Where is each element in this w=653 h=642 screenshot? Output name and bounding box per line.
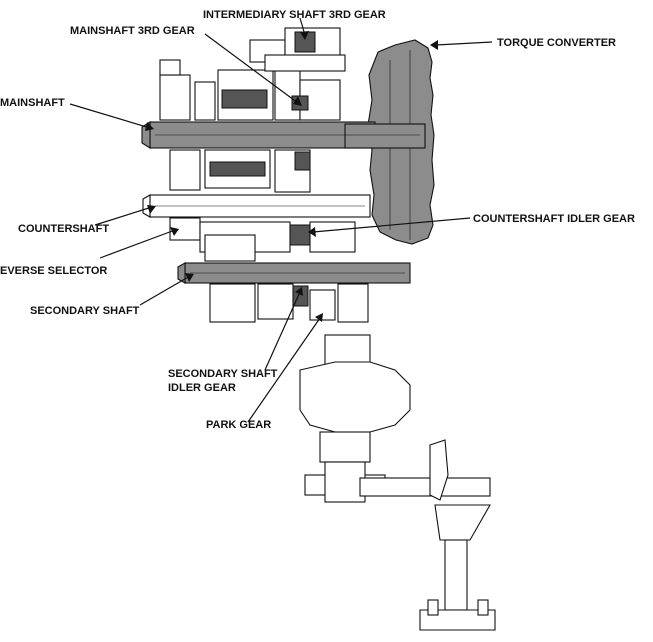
label-secondary-shaft: SECONDARY SHAFT <box>30 305 140 317</box>
intermediary-gear-assembly <box>264 27 346 72</box>
secondary-shaft <box>177 234 411 323</box>
label-countershaft-idler-gear: COUNTERSHAFT IDLER GEAR <box>473 213 635 225</box>
labels: INTERMEDIARY SHAFT 3RD GEAR MAINSHAFT 3R… <box>0 9 635 431</box>
countershaft <box>142 194 371 253</box>
label-intermediary-shaft-3rd-gear: INTERMEDIARY SHAFT 3RD GEAR <box>203 9 386 21</box>
label-park-gear: PARK GEAR <box>206 419 271 431</box>
label-torque-converter: TORQUE CONVERTER <box>497 37 616 49</box>
differential-assembly <box>299 334 496 631</box>
label-secondary-shaft-idler-gear-line1: SECONDARY SHAFT <box>168 368 278 380</box>
label-secondary-shaft-idler-gear-line2: IDLER GEAR <box>168 382 236 394</box>
lower-mainshaft-cluster <box>169 149 311 193</box>
mainshaft <box>141 121 426 149</box>
label-mainshaft-3rd-gear: MAINSHAFT 3RD GEAR <box>70 25 195 37</box>
label-mainshaft: MAINSHAFT <box>0 97 65 109</box>
label-countershaft: COUNTERSHAFT <box>18 223 109 235</box>
label-reverse-selector: EVERSE SELECTOR <box>0 265 107 277</box>
leader-lines <box>69 17 493 423</box>
